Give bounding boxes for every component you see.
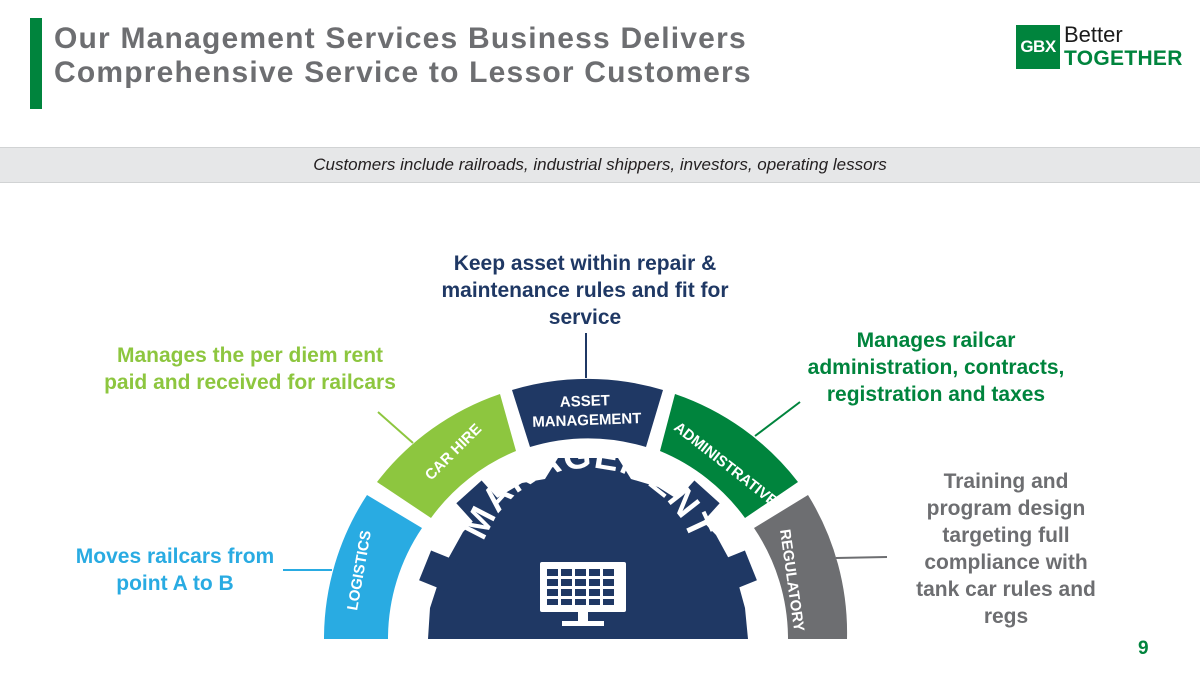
logo-word-better: Better — [1064, 22, 1123, 47]
gbx-logo: GBX Better TOGETHER — [1016, 22, 1182, 72]
administrative-callout: Manages railcar administration, contract… — [807, 329, 1065, 406]
car-hire-callout: Manages the per diem rent paid and recei… — [104, 344, 396, 394]
monitor-icon — [540, 562, 626, 626]
customers-banner: Customers include railroads, industrial … — [0, 147, 1200, 183]
callout-leader-lines — [283, 333, 888, 571]
regulatory-callout: Training and program design targeting fu… — [916, 470, 1096, 628]
administrative-leader — [754, 401, 801, 437]
customers-banner-text: Customers include railroads, industrial … — [313, 155, 887, 174]
page-title-line-2: Comprehensive Service to Lessor Customer… — [54, 56, 752, 89]
logistics-callout: Moves railcars from point A to B — [75, 545, 275, 595]
logo-word-together: TOGETHER — [1064, 47, 1183, 70]
page-title-line-1: Our Management Services Business Deliver… — [54, 22, 747, 55]
logistics-segment — [323, 495, 422, 639]
gear-teeth — [419, 480, 757, 592]
regulatory-leader — [835, 556, 888, 559]
page-title: Our Management Services Business Deliver… — [54, 22, 752, 90]
page-number: 9 — [1138, 638, 1149, 659]
management-gear — [428, 458, 748, 639]
car-hire-segment — [377, 394, 516, 518]
title-accent-bar — [30, 18, 42, 109]
asset-management-label-line-1: ASSET — [560, 392, 611, 411]
administrative-segment — [660, 394, 798, 518]
regulatory-segment — [754, 495, 848, 639]
asset-management-label-line-2: MANAGEMENT — [532, 410, 642, 431]
car-hire-leader — [377, 411, 414, 444]
asset-management-callout: Keep asset within repair & maintenance r… — [441, 252, 729, 329]
gbx-logo-mark: GBX — [1016, 25, 1060, 69]
asset-management-segment — [512, 378, 663, 447]
